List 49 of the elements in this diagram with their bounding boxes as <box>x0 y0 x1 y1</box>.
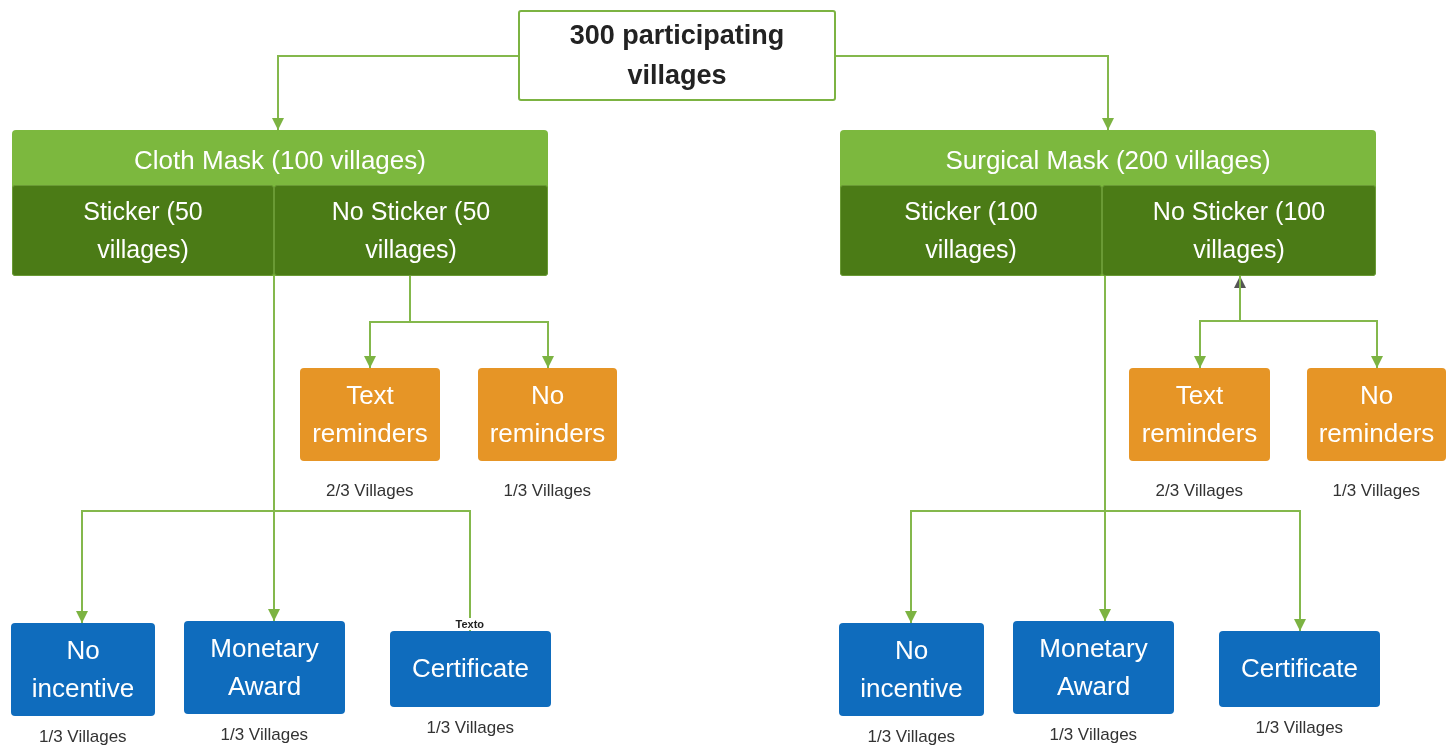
node-label: No Sticker (50 villages) <box>330 196 492 265</box>
share-caption: 1/3 Villages <box>220 725 309 745</box>
node-label: Certificate <box>1240 652 1358 686</box>
arrow <box>409 275 554 369</box>
node-label: 300 participating villages <box>568 19 786 92</box>
share-caption: 1/3 Villages <box>1049 725 1138 745</box>
node-label: No reminders <box>488 378 607 450</box>
share-caption: 1/3 Villages <box>426 718 515 738</box>
group-box <box>840 130 1376 276</box>
incentive-box <box>1219 631 1380 707</box>
share-caption: 1/3 Villages <box>503 481 592 501</box>
reminder-box <box>478 368 617 461</box>
start-box <box>518 10 836 101</box>
incentive-box <box>11 623 155 716</box>
node-label: Cloth Mask (100 villages) <box>134 144 426 177</box>
node-label: No Sticker (100 villages) <box>1151 196 1327 265</box>
arrow <box>835 55 1114 131</box>
node-label: Surgical Mask (200 villages) <box>945 144 1271 177</box>
node-label: No reminders <box>1317 378 1436 450</box>
share-caption: 1/3 Villages <box>39 727 127 747</box>
share-caption: 1/3 Villages <box>1332 481 1421 501</box>
incentive-box <box>184 621 345 714</box>
reminder-box <box>1129 368 1270 461</box>
share-caption: 1/3 Villages <box>1255 718 1344 738</box>
subgroup-box <box>1102 185 1376 276</box>
group-box <box>12 130 548 276</box>
node-label: No incentive <box>859 633 964 705</box>
share-caption: 2/3 Villages <box>326 481 414 501</box>
incentive-box <box>1013 621 1174 714</box>
node-label: Monetary Award <box>1038 631 1149 703</box>
incentive-box <box>839 623 984 716</box>
subgroup-box <box>840 185 1102 276</box>
node-label: Sticker (50 villages) <box>82 196 204 265</box>
arrow <box>1239 275 1383 369</box>
node-label: Sticker (100 villages) <box>903 196 1039 265</box>
node-label: Monetary Award <box>209 631 320 703</box>
share-caption: 2/3 Villages <box>1155 481 1244 501</box>
subgroup-box <box>274 185 548 276</box>
reminder-box <box>300 368 440 461</box>
arrow <box>272 55 519 131</box>
node-label: No incentive <box>30 633 136 705</box>
node-label: Certificate <box>411 652 529 686</box>
edge-label: Texto <box>455 618 485 630</box>
reminder-box <box>1307 368 1446 461</box>
subgroup-box <box>12 185 274 276</box>
node-label: Text reminders <box>1140 378 1259 450</box>
incentive-box <box>390 631 551 707</box>
share-caption: 1/3 Villages <box>867 727 956 747</box>
node-label: Text reminders <box>311 378 429 450</box>
